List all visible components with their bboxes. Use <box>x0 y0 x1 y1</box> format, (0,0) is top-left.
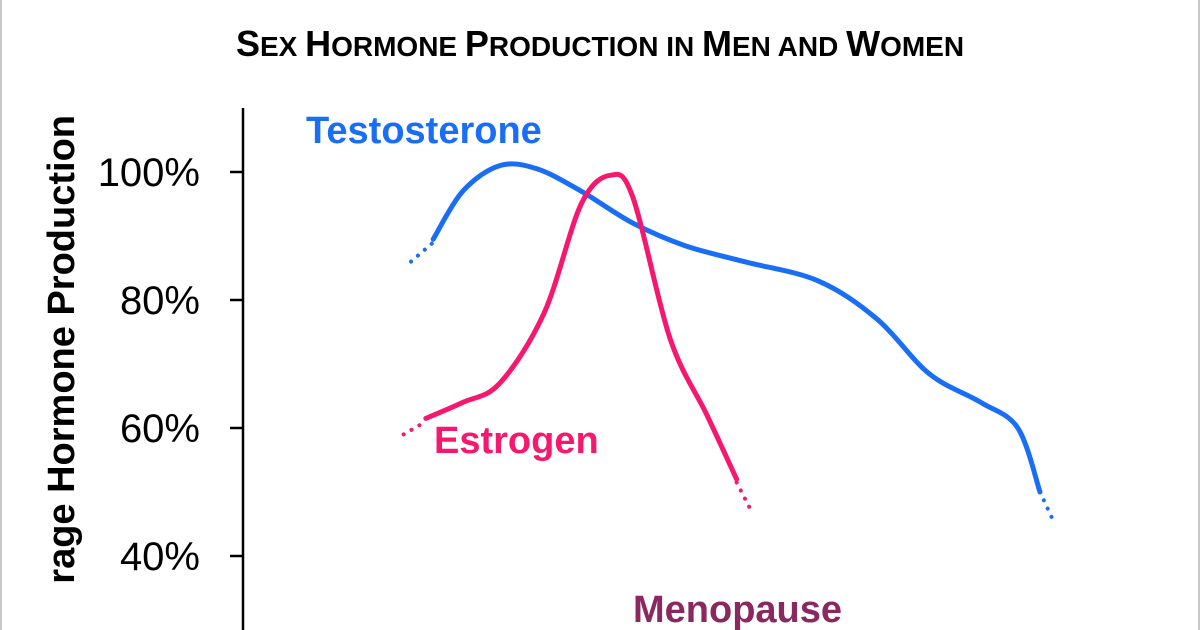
y-tick-label: 100% <box>98 151 200 195</box>
title-part: RODUCTION IN <box>489 31 702 62</box>
testosterone-lead-in-dotted <box>409 240 436 264</box>
title-part: EX <box>260 31 305 62</box>
testosterone-tail-dotted <box>1038 490 1057 526</box>
title-part: S <box>236 23 260 64</box>
estrogen-lead-in-dotted <box>401 419 428 437</box>
y-axis-label: rage Hormone Production <box>41 115 83 584</box>
y-ticks: 100% 80% 60% 40% <box>98 151 243 579</box>
testosterone-series-line <box>430 161 1043 495</box>
title-part: W <box>846 23 880 64</box>
chart-title: SEX HORMONE PRODUCTION IN MEN AND WOMEN <box>236 23 964 64</box>
title-part: P <box>465 23 489 64</box>
estrogen-label: Estrogen <box>434 420 599 462</box>
title-part: EN AND <box>732 31 846 62</box>
estrogen-series-line <box>423 171 740 482</box>
title-part: OMEN <box>880 31 964 62</box>
y-tick-label: 40% <box>120 535 200 579</box>
series-layer <box>401 161 1057 526</box>
menopause-annotation: Menopause <box>633 589 842 630</box>
estrogen-tail-dotted <box>734 480 754 514</box>
title-part: M <box>702 23 732 64</box>
y-tick-label: 60% <box>120 407 200 451</box>
testosterone-label: Testosterone <box>306 110 542 152</box>
title-part: H <box>305 23 331 64</box>
title-part: ORMONE <box>331 31 465 62</box>
y-tick-label: 80% <box>120 279 200 323</box>
